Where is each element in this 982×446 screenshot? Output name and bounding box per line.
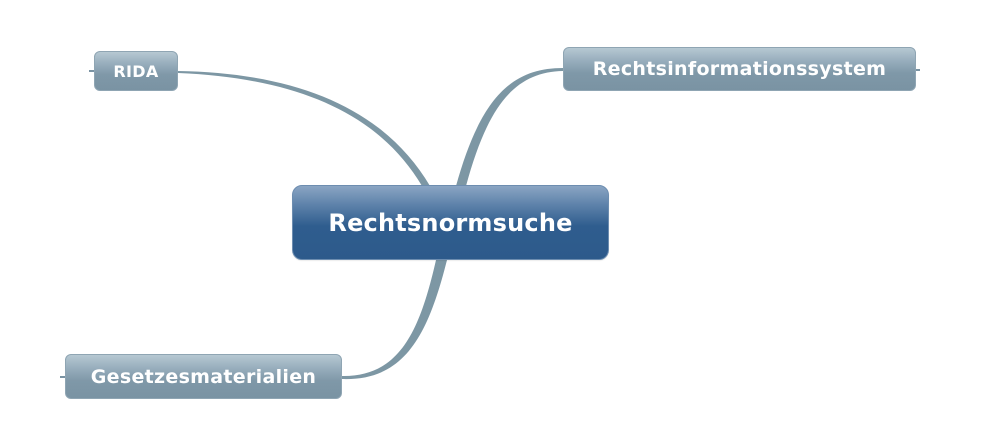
subtopic-node-rida[interactable]: RIDA bbox=[94, 51, 178, 91]
subtopic-label-gesetzesmaterialien: Gesetzesmaterialien bbox=[90, 365, 317, 388]
ris-outer-stub bbox=[915, 69, 920, 71]
subtopic-label-rida: RIDA bbox=[113, 61, 159, 81]
branch-line-ris bbox=[456, 68, 563, 186]
subtopic-node-gesetzesmaterialien[interactable]: Gesetzesmaterialien bbox=[65, 354, 342, 399]
central-topic-node[interactable]: Rechtsnormsuche bbox=[292, 185, 609, 260]
branch-line-gesetz bbox=[342, 260, 447, 380]
rida-outer-stub bbox=[89, 70, 95, 72]
central-topic-label: Rechtsnormsuche bbox=[328, 208, 573, 237]
subtopic-label-rechtsinformationssystem: Rechtsinformationssystem bbox=[592, 58, 887, 80]
gesetz-outer-stub bbox=[60, 376, 66, 378]
subtopic-node-rechtsinformationssystem[interactable]: Rechtsinformationssystem bbox=[563, 47, 916, 91]
branch-line-rida bbox=[178, 71, 430, 186]
